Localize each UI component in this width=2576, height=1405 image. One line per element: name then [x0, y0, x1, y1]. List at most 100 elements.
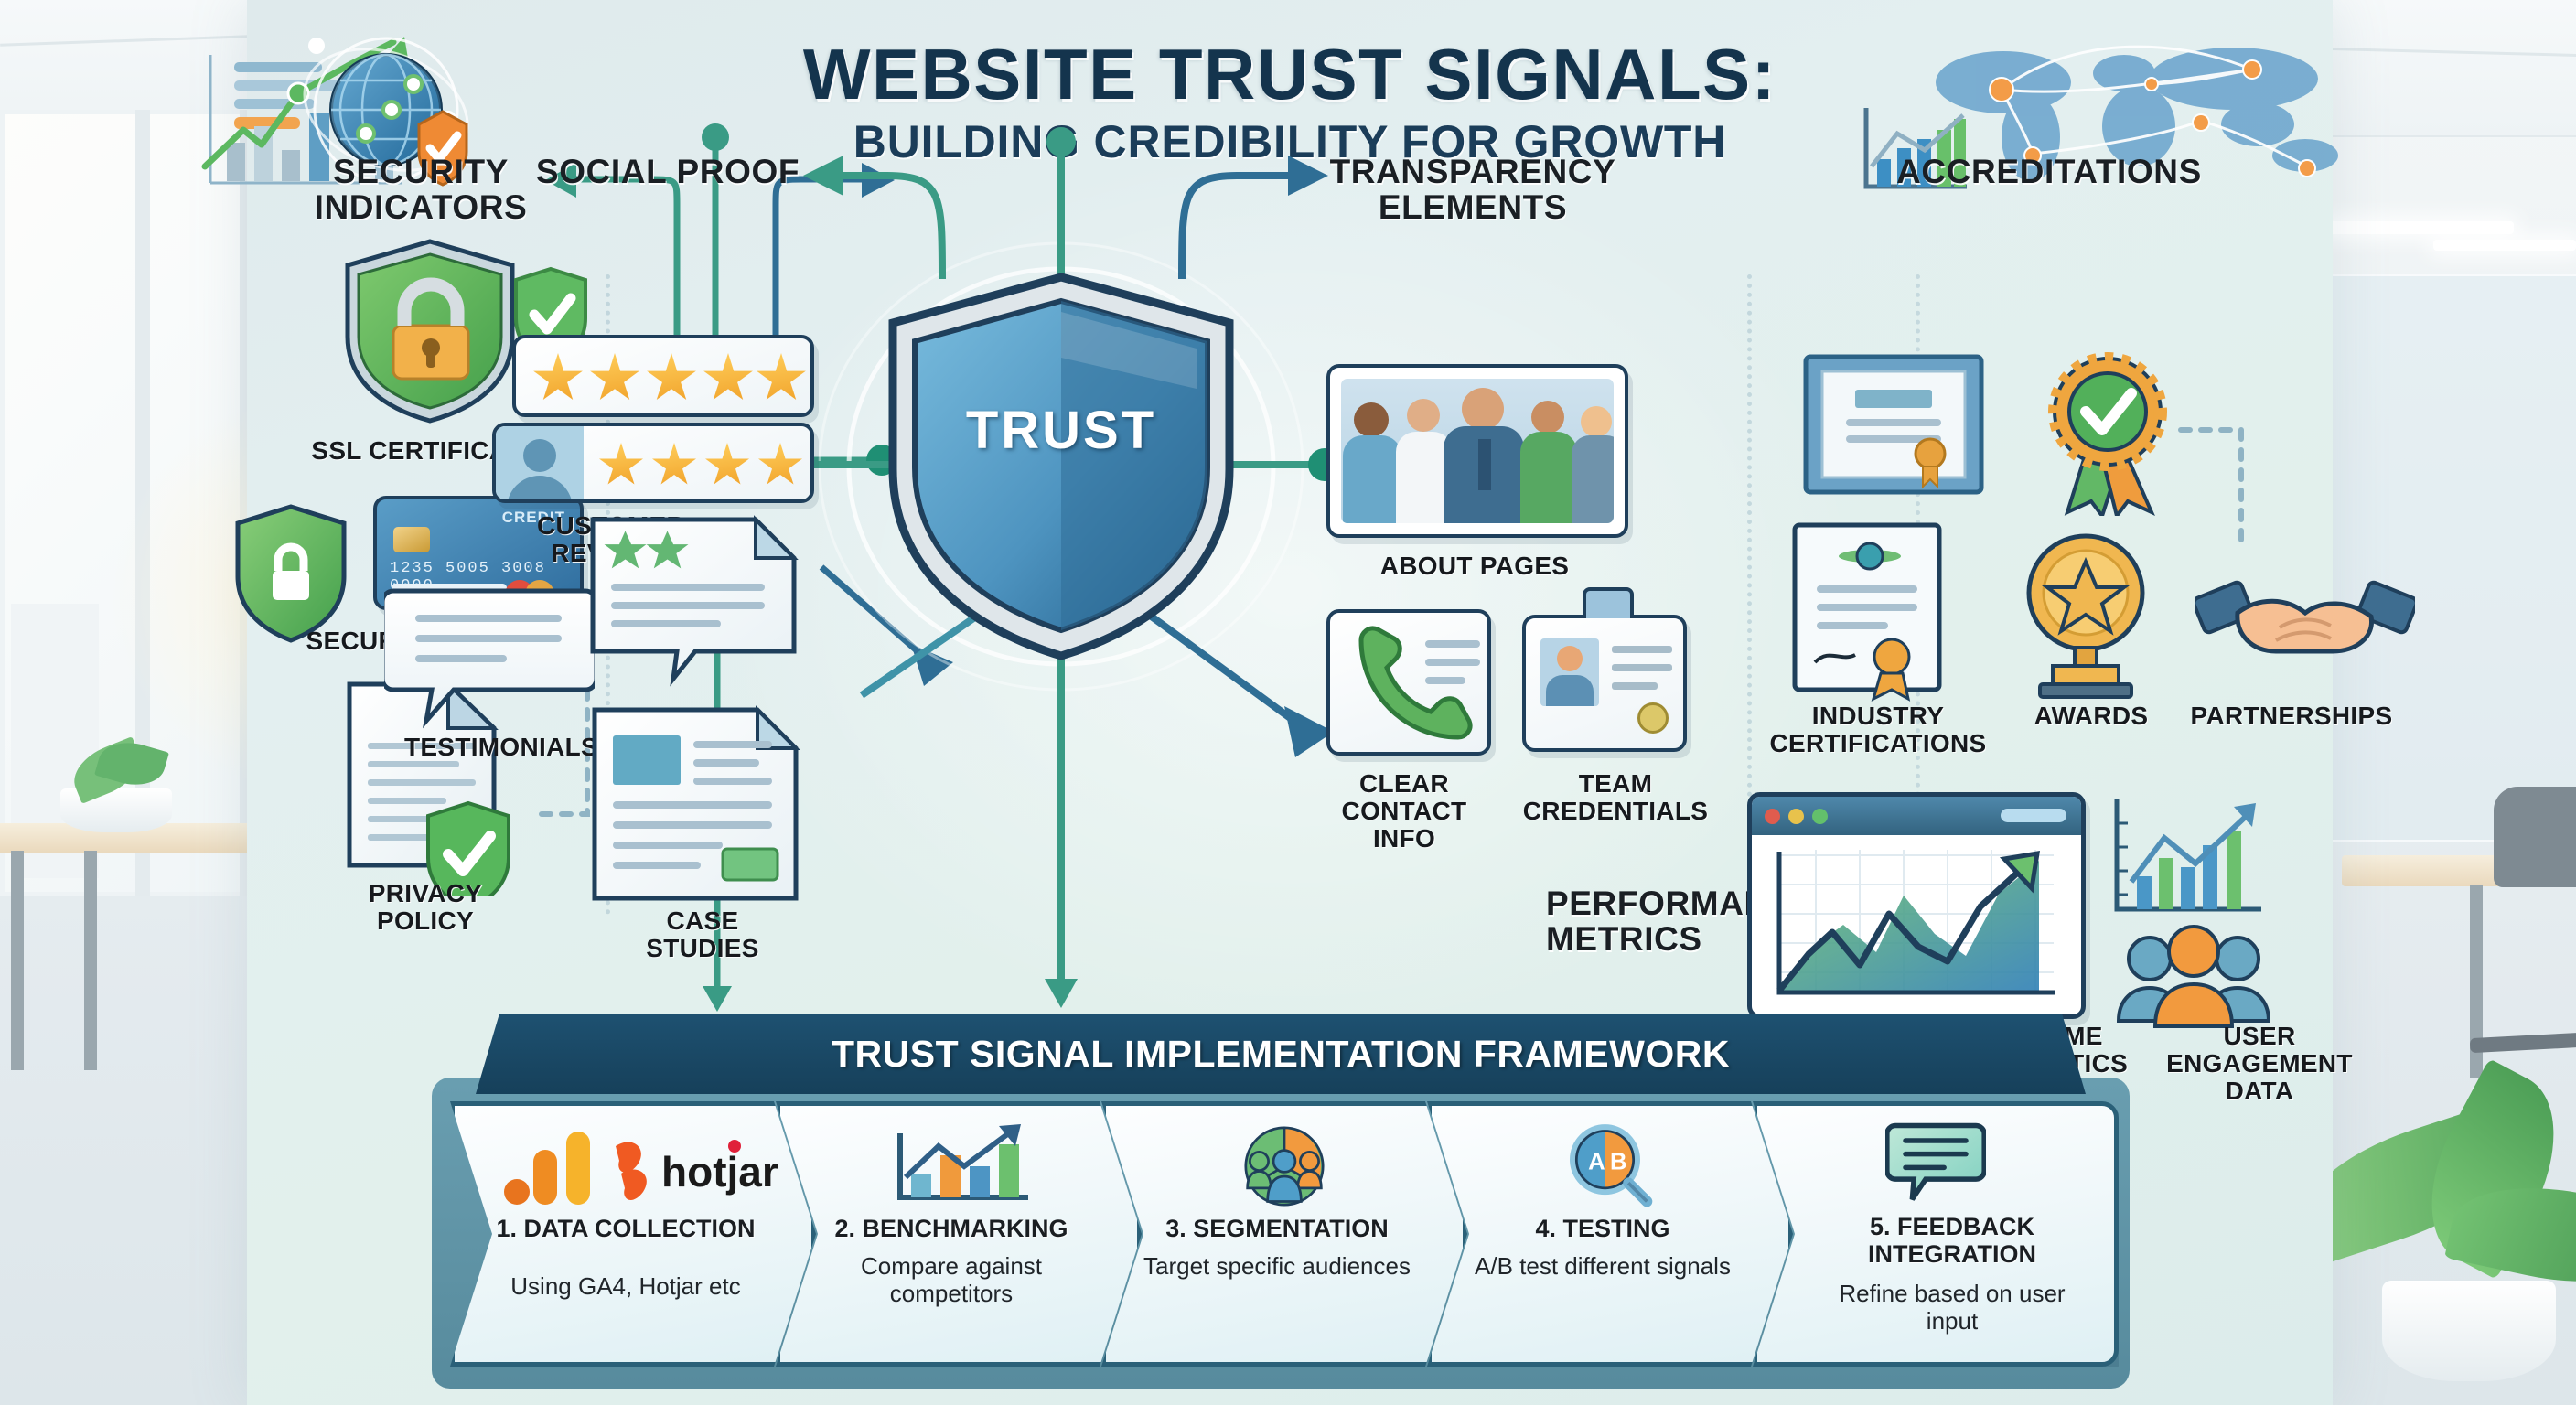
- caption-line: CREDENTIALS: [1522, 797, 1709, 826]
- star: [705, 443, 749, 485]
- caption-line: USER: [2223, 1022, 2296, 1050]
- trust-label: TRUST: [965, 401, 1157, 460]
- caption-user-engagement-data: USER ENGAGEMENT DATA: [2131, 1022, 2388, 1106]
- decorative-dotted-elbow: [2177, 421, 2278, 558]
- caption-privacy-policy: PRIVACY POLICY: [247, 879, 604, 936]
- step-desc: Target specific audiences: [1143, 1252, 1411, 1280]
- browser-dot-close[interactable]: [1765, 809, 1780, 824]
- badge-clip: [1583, 587, 1634, 618]
- column-heading-security-indicators: SECURITY INDICATORS: [247, 153, 595, 227]
- trophy-icon: [2003, 527, 2168, 701]
- framework-banner: TRUST SIGNAL IMPLEMENTATION FRAMEWORK: [476, 1014, 2086, 1094]
- caption-line: PRIVACY: [368, 879, 483, 907]
- world-map-network-icon: [1894, 18, 2369, 201]
- caption-testimonials: TESTIMONIALS: [403, 733, 599, 761]
- step-desc: Using GA4, Hotjar etc: [510, 1272, 741, 1300]
- handshake-icon: [2192, 549, 2419, 695]
- step-title: 3. SEGMENTATION: [1165, 1215, 1389, 1242]
- team-photo-icon: [1326, 364, 1628, 538]
- industry-certification-icon: [1789, 520, 1954, 702]
- ab-label-a: A: [1588, 1150, 1605, 1175]
- caption-line: CERTIFICATIONS: [1769, 729, 1987, 758]
- framework-banner-label: TRUST SIGNAL IMPLEMENTATION FRAMEWORK: [832, 1033, 1730, 1075]
- page-title: WEBSITE TRUST SIGNALS:: [802, 34, 1777, 114]
- award-ribbon-icon: [2031, 351, 2186, 520]
- badge-seal: [1637, 702, 1669, 734]
- browser-titlebar: [1752, 797, 2081, 835]
- star-rating-icon: [512, 335, 814, 417]
- users-group-icon: [2111, 924, 2276, 1034]
- step-desc: A/B test different signals: [1475, 1252, 1731, 1280]
- step-title: 1. DATA COLLECTION: [496, 1215, 756, 1242]
- card-chip: [393, 527, 430, 552]
- step-title: 5. FEEDBACK INTEGRATION: [1868, 1213, 2036, 1268]
- framework-step-1[interactable]: hotjar 1. DATA COLLECTION Using GA4, Hot…: [450, 1101, 816, 1367]
- caption-line: POLICY: [376, 906, 475, 936]
- chair-base: [2469, 1028, 2576, 1054]
- phone-icon: [1326, 609, 1491, 756]
- star: [652, 443, 696, 485]
- step-title: 4. TESTING: [1535, 1215, 1670, 1242]
- analytics-hotjar-icon: hotjar: [455, 1124, 811, 1208]
- badge-text-line: [1612, 664, 1672, 671]
- ab-test-magnifier-icon: A B: [1432, 1124, 1788, 1208]
- star: [599, 443, 643, 485]
- heading-line: TRANSPARENCY: [1329, 153, 1616, 190]
- desk-leg: [2470, 885, 2483, 1078]
- star: [757, 353, 806, 400]
- caption-awards: AWARDS: [2034, 702, 2149, 730]
- team-photo: [1341, 379, 1614, 523]
- caption-line: DATA: [2225, 1077, 2294, 1106]
- star: [590, 353, 639, 400]
- framework-step-2[interactable]: 2. BENCHMARKING Compare against competit…: [776, 1101, 1142, 1367]
- caption-line: CLEAR: [1359, 769, 1449, 798]
- caption-partnerships: PARTNERSHIPS: [2190, 702, 2393, 730]
- caption-team-credentials: TEAM CREDENTIALS: [1487, 769, 1744, 826]
- line-chart-icon: [1857, 102, 1976, 203]
- customer-review-row: [492, 423, 814, 503]
- svg-text:hotjar: hotjar: [661, 1148, 778, 1196]
- step-title: 2. BENCHMARKING: [834, 1215, 1068, 1242]
- heading-line: INDICATORS: [314, 188, 528, 227]
- desk-leg: [84, 851, 97, 1070]
- credit-card-brand-word: CREDIT: [501, 509, 565, 526]
- column-heading-social-proof: SOCIAL PROOF: [535, 153, 800, 190]
- desk-leg: [11, 851, 24, 1070]
- shield-lock-small-icon: [227, 501, 355, 648]
- caption-line: CONTACT: [1341, 797, 1467, 826]
- line-chart-small-icon: [2104, 794, 2269, 931]
- browser-dot-maximize[interactable]: [1812, 809, 1828, 824]
- review-document-icon: [585, 512, 805, 695]
- avatar: [496, 426, 584, 499]
- column-heading-accreditations: ACCREDITATIONS: [1896, 153, 2202, 190]
- caption-case-studies: CASE STUDIES: [584, 906, 821, 962]
- badge-photo: [1540, 638, 1599, 706]
- caption-line: TEAM: [1578, 769, 1653, 798]
- badge-text-line: [1612, 682, 1658, 690]
- bar-chart-arrow-icon: [780, 1124, 1137, 1208]
- column-heading-transparency-elements: TRANSPARENCY ELEMENTS: [1281, 153, 1665, 227]
- heading-line: METRICS: [1546, 920, 1702, 959]
- browser-address-bar[interactable]: [2001, 809, 2066, 822]
- framework-step-4[interactable]: A B 4. TESTING A/B test different signal…: [1427, 1101, 1793, 1367]
- step-desc: Compare against competitors: [861, 1252, 1042, 1308]
- shield-lock-icon: [331, 234, 596, 426]
- ab-label-b: B: [1610, 1150, 1627, 1175]
- framework-step-5[interactable]: 5. FEEDBACK INTEGRATION Refine based on …: [1753, 1101, 2119, 1367]
- decorative-dotted-elbow: [538, 686, 611, 823]
- caption-line: ENGAGEMENT: [2166, 1049, 2353, 1078]
- caption-clear-contact-info: CLEAR CONTACT INFO: [1281, 769, 1528, 853]
- badge-text-line: [1612, 646, 1672, 653]
- step-desc: Refine based on user input: [1839, 1280, 2066, 1335]
- caption-line: CASE: [666, 906, 739, 935]
- caption-about-pages: ABOUT PAGES: [1379, 552, 1570, 580]
- star: [533, 353, 583, 400]
- heading-line: ELEMENTS: [1378, 188, 1568, 227]
- speech-bubble-icon: [380, 584, 599, 730]
- heading-line: SECURITY: [333, 153, 509, 190]
- office-chair: [2494, 787, 2576, 887]
- browser-chart-icon: [1747, 792, 2086, 1019]
- browser-dot-minimize[interactable]: [1788, 809, 1804, 824]
- framework-step-3[interactable]: 3. SEGMENTATION Target specific audience…: [1101, 1101, 1467, 1367]
